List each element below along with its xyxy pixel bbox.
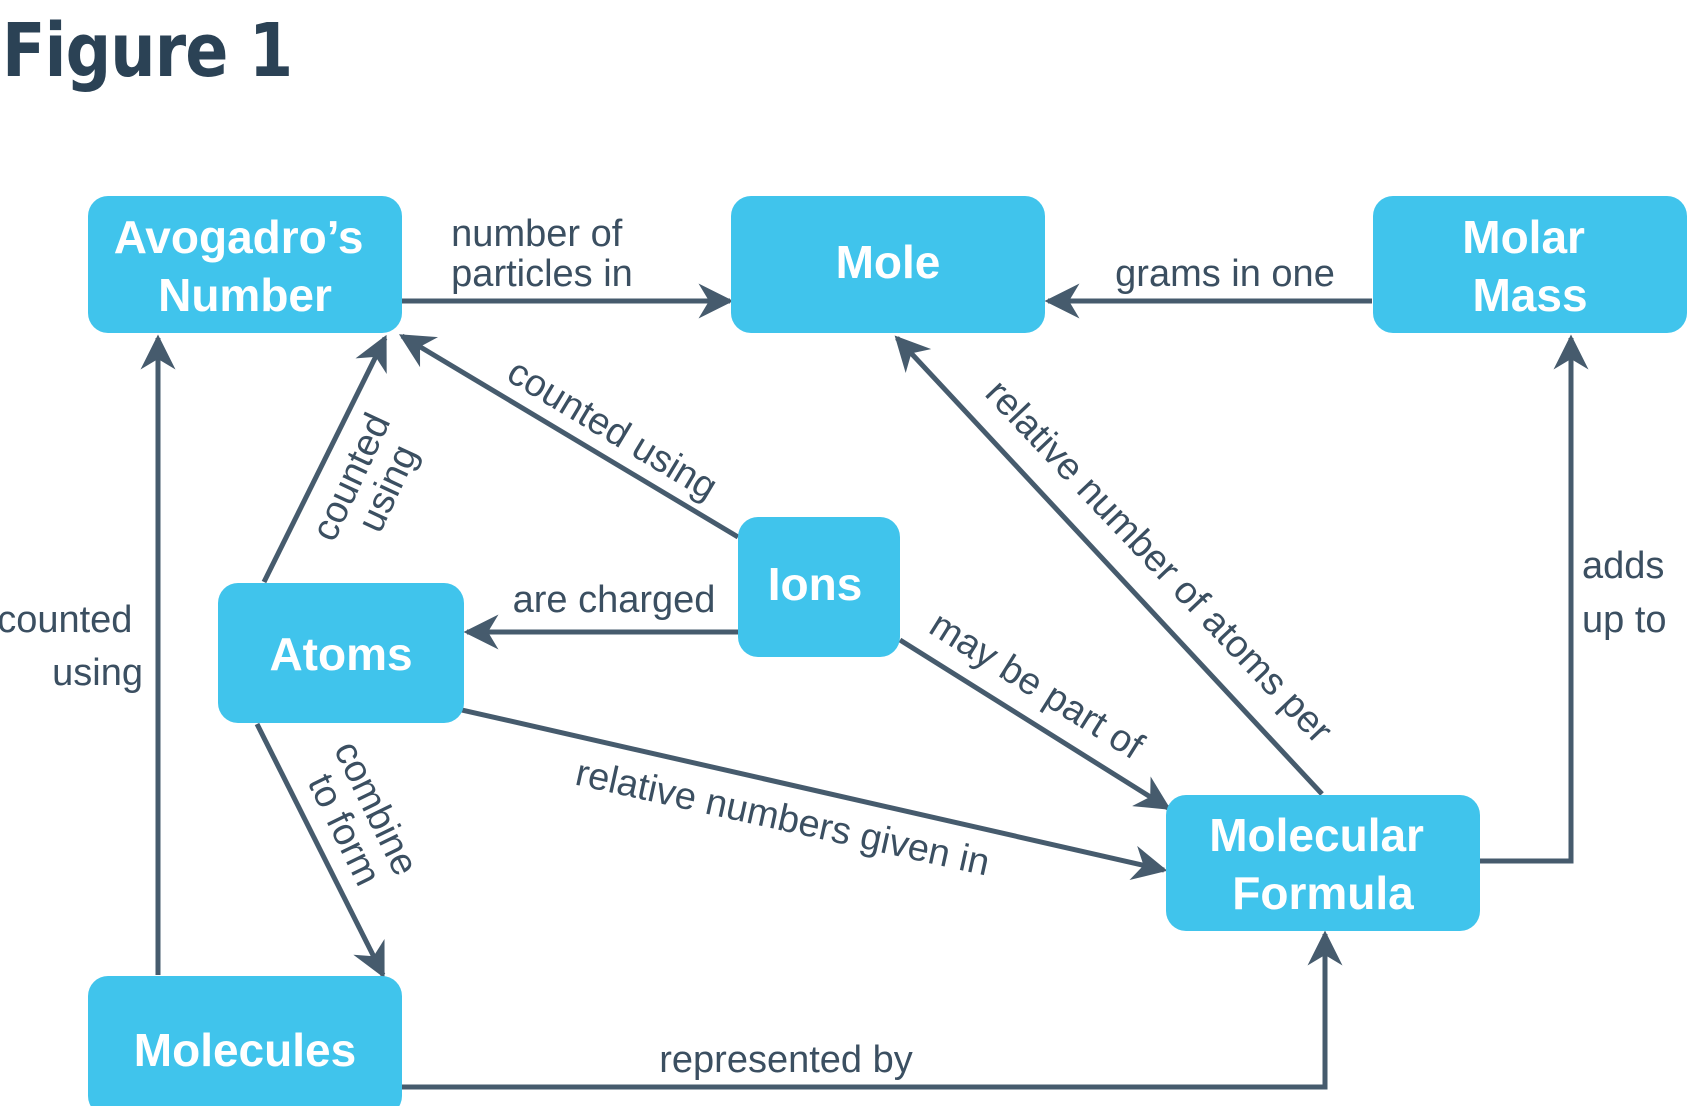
label-grams-in-one: grams in one	[1115, 253, 1335, 295]
label-counted-using-atoms: counted using	[304, 397, 438, 563]
edge-formula-to-mole	[894, 335, 1324, 796]
edge-ions-to-formula	[898, 637, 1171, 811]
edge-atoms-to-avogadro	[261, 334, 388, 584]
node-molecules: Molecules	[88, 976, 402, 1106]
label-counted-using-molecules: counted using	[0, 599, 143, 694]
label-counted-using-ions: counted using	[500, 351, 724, 509]
node-molecular-formula: Molecular Formula	[1166, 795, 1480, 931]
label-number-of-particles-in: number of particles in	[451, 213, 633, 295]
label-may-be-part-of: may be part of	[922, 604, 1151, 769]
edge-ions-to-avogadro	[398, 333, 740, 540]
node-molar-mass: Molar Mass	[1373, 196, 1687, 333]
svg-text:Ions: Ions	[768, 558, 863, 610]
node-avogadros-number: Avogadro’s Number	[88, 196, 402, 333]
label-represented-by: represented by	[659, 1039, 913, 1081]
edge-formula-to-molarmass	[1480, 334, 1589, 864]
figure-title: Figure 1	[2, 8, 293, 94]
label-adds-up-to: adds up to	[1582, 545, 1675, 641]
svg-text:Avogadro’s Number: Avogadro’s Number	[114, 211, 376, 321]
svg-text:Mole: Mole	[836, 236, 941, 288]
svg-text:Molar Mass: Molar Mass	[1462, 211, 1597, 321]
label-combine-to-form: combine to form	[291, 735, 431, 909]
label-are-charged: are charged	[513, 579, 716, 621]
edge-atoms-to-molecules	[254, 722, 386, 979]
svg-text:Atoms: Atoms	[269, 628, 412, 680]
edge-atoms-to-formula	[461, 707, 1168, 881]
edge-molecules-to-formula	[402, 930, 1343, 1090]
svg-text:Molecules: Molecules	[134, 1024, 356, 1076]
node-mole: Mole	[731, 196, 1045, 333]
node-ions: Ions	[738, 517, 900, 657]
svg-text:Molecular Formula: Molecular Formula	[1209, 809, 1437, 919]
node-atoms: Atoms	[218, 583, 464, 723]
